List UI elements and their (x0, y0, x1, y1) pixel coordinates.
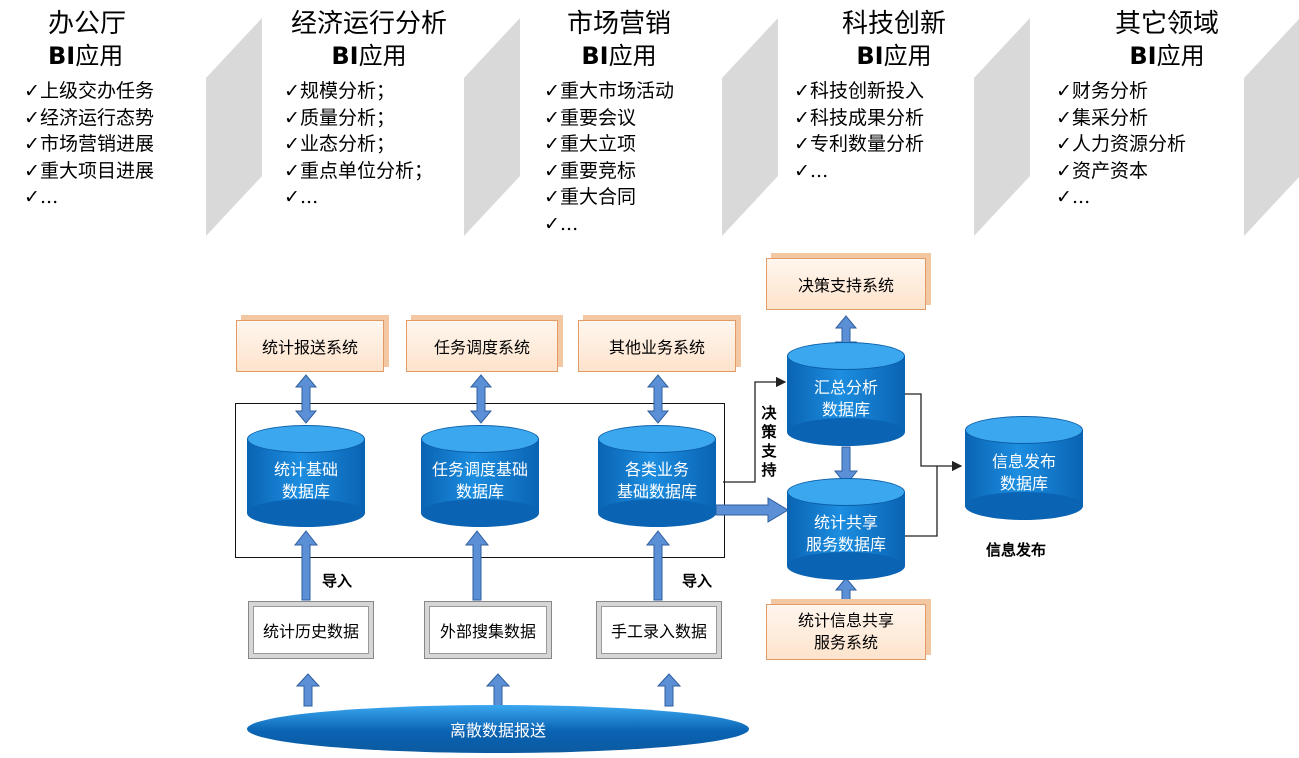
bi-item-list: ✓财务分析 ✓集采分析 ✓人力资源分析 ✓资产资本 ✓... (1056, 78, 1278, 211)
box-label-line1: 统计信息共享 (797, 611, 894, 630)
list-item: ✓重要会议 (544, 106, 637, 129)
bi-column-economy: 经济运行分析 BI应用 ✓规模分析； ✓质量分析； ✓业态分析； ✓重点单位分析… (284, 8, 454, 211)
db-label-line2: 数据库 (455, 482, 504, 501)
list-item: ✓重大项目进展 (24, 159, 155, 182)
history-data-box: 统计历史数据 (248, 601, 374, 659)
right-arrow-icon (715, 497, 789, 523)
bi-column-subtitle: BI应用 (331, 42, 407, 70)
up-arrow-icon (293, 530, 319, 601)
list-item: ✓上级交办任务 (24, 80, 155, 102)
list-item: ✓重大立项 (544, 133, 637, 155)
db-label-line1: 信息发布 (991, 452, 1056, 471)
list-item: ✓... (544, 212, 579, 235)
list-item: ✓... (1056, 186, 1091, 208)
stat-report-system-box: 统计报送系统 (236, 320, 384, 372)
bi-column-office: 办公厅 BI应用 ✓上级交办任务 ✓经济运行态势 ✓市场营销进展 ✓重大项目进展… (24, 8, 198, 211)
external-data-box: 外部搜集数据 (424, 601, 552, 659)
list-item: ✓集采分析 (1056, 106, 1149, 129)
offline-data-feed-bar: 离散数据报送 (247, 705, 749, 753)
list-item: ✓财务分析 (1056, 80, 1149, 102)
db-label-line2: 服务数据库 (805, 535, 886, 554)
other-business-system-box: 其他业务系统 (578, 320, 736, 372)
chevron-divider-icon (206, 18, 262, 236)
bi-column-subtitle: BI应用 (581, 42, 657, 70)
stat-base-database: 统计基础数据库 (247, 425, 365, 527)
bi-column-title: 科技创新 (841, 9, 946, 39)
list-item: ✓人力资源分析 (1056, 133, 1187, 155)
list-item: ✓规模分析； (284, 80, 396, 102)
double-arrow-icon (469, 374, 493, 424)
list-item: ✓... (24, 186, 59, 208)
up-arrow-icon (645, 530, 671, 601)
list-item: ✓重点单位分析； (284, 159, 434, 182)
list-item: ✓专利数量分析 (794, 133, 925, 155)
import-label: 导入 (682, 572, 713, 590)
business-base-database: 各类业务基础数据库 (598, 425, 716, 527)
bi-column-subtitle: BI应用 (1129, 42, 1205, 70)
list-item: ✓... (284, 186, 319, 208)
decision-support-vertical-label: 决策支持 (761, 404, 777, 479)
list-item: ✓... (794, 159, 829, 182)
chevron-divider-icon (722, 18, 778, 236)
list-item: ✓科技创新投入 (794, 80, 925, 102)
db-label-line2: 数据库 (281, 482, 330, 501)
double-arrow-icon (294, 374, 318, 424)
up-arrow-icon (485, 673, 511, 707)
up-arrow-icon (464, 530, 490, 601)
stat-share-service-system-box: 统计信息共享 服务系统 (766, 604, 926, 660)
db-label-line1: 各类业务 (624, 460, 689, 479)
bi-column-marketing: 市场营销 BI应用 ✓重大市场活动 ✓重要会议 ✓重大立项 ✓重要竞标 ✓重大合… (544, 8, 694, 237)
db-label-line2: 基础数据库 (616, 482, 697, 501)
bi-column-title: 其它领域 (1114, 9, 1219, 39)
list-item: ✓质量分析； (284, 106, 396, 129)
db-label-line1: 统计基础 (273, 460, 338, 479)
summary-analysis-database: 汇总分析数据库 (787, 342, 905, 446)
info-publish-label: 信息发布 (986, 541, 1047, 559)
list-item: ✓资产资本 (1056, 159, 1149, 182)
bi-column-title: 市场营销 (566, 9, 671, 39)
db-label-line2: 数据库 (999, 474, 1048, 493)
list-item: ✓经济运行态势 (24, 106, 155, 129)
bi-column-other: 其它领域 BI应用 ✓财务分析 ✓集采分析 ✓人力资源分析 ✓资产资本 ✓... (1056, 8, 1278, 211)
bi-item-list: ✓规模分析； ✓质量分析； ✓业态分析； ✓重点单位分析； ✓... (284, 78, 454, 211)
list-item: ✓科技成果分析 (794, 106, 925, 129)
bi-item-list: ✓重大市场活动 ✓重要会议 ✓重大立项 ✓重要竞标 ✓重大合同 ✓... (544, 78, 694, 237)
bi-column-technology: 科技创新 BI应用 ✓科技创新投入 ✓科技成果分析 ✓专利数量分析 ✓... (794, 8, 994, 184)
task-dispatch-system-box: 任务调度系统 (406, 320, 558, 372)
chevron-divider-icon (974, 18, 1030, 236)
db-label-line1: 任务调度基础 (431, 460, 528, 479)
double-arrow-icon (646, 374, 670, 424)
bi-column-subtitle: BI应用 (856, 42, 932, 70)
box-label-line2: 服务系统 (813, 633, 878, 652)
bi-column-subtitle: BI应用 (48, 42, 124, 70)
bi-item-list: ✓上级交办任务 ✓经济运行态势 ✓市场营销进展 ✓重大项目进展 ✓... (24, 78, 198, 211)
list-item: ✓重大合同 (544, 186, 637, 208)
list-item: ✓重大市场活动 (544, 80, 675, 102)
list-item: ✓业态分析； (284, 133, 396, 155)
task-base-database: 任务调度基础数据库 (421, 425, 539, 527)
db-label-line1: 统计共享 (813, 513, 878, 532)
stat-share-service-database: 统计共享服务数据库 (787, 478, 905, 580)
bi-column-title: 经济运行分析 (290, 9, 447, 39)
db-label-line2: 数据库 (821, 400, 870, 419)
chevron-divider-icon (1244, 19, 1299, 236)
info-publish-database: 信息发布数据库 (965, 416, 1083, 520)
up-arrow-icon (656, 673, 682, 707)
up-arrow-icon (295, 673, 321, 707)
manual-entry-data-box: 手工录入数据 (596, 601, 722, 659)
chevron-divider-icon (464, 18, 520, 236)
bi-column-title: 办公厅 (48, 9, 127, 39)
list-item: ✓市场营销进展 (24, 133, 155, 155)
list-item: ✓重要竞标 (544, 159, 637, 182)
import-label: 导入 (322, 572, 353, 590)
decision-support-system-box: 决策支持系统 (766, 258, 926, 310)
db-label-line1: 汇总分析 (813, 378, 878, 397)
bi-item-list: ✓科技创新投入 ✓科技成果分析 ✓专利数量分析 ✓... (794, 78, 994, 184)
